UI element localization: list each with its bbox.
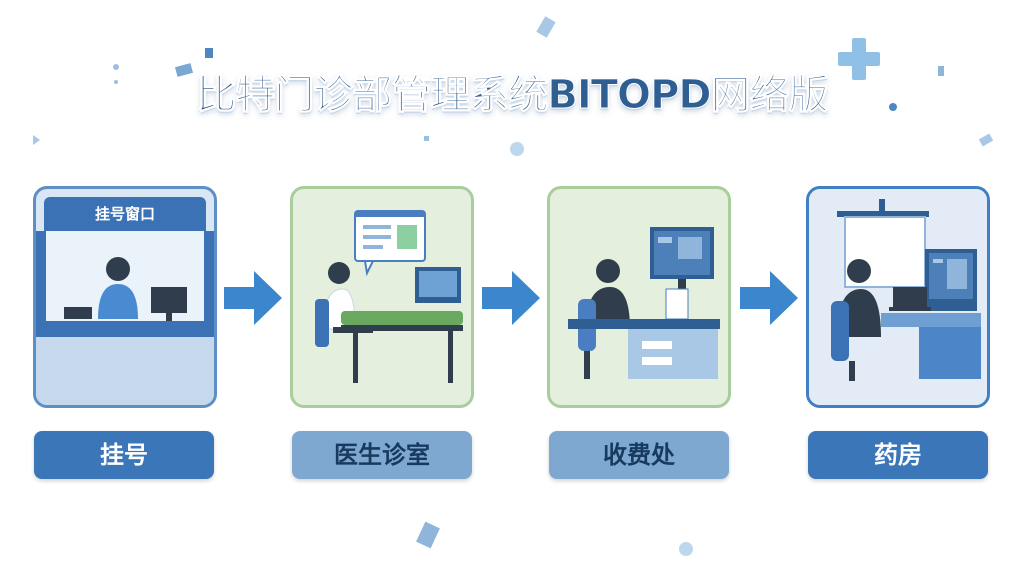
step-label-cashier: 收费处 <box>549 431 729 479</box>
step-label-registration: 挂号 <box>34 431 214 479</box>
arrow-right-icon <box>224 271 282 325</box>
step-card-cashier <box>547 186 731 408</box>
doctor-office-illustration <box>315 210 463 383</box>
medical-cross-icon <box>838 38 880 80</box>
pharmacy-illustration <box>809 189 987 405</box>
step-card-pharmacy <box>806 186 990 408</box>
step-label-pharmacy: 药房 <box>808 431 988 479</box>
registration-illustration <box>36 231 214 405</box>
cashier-illustration <box>568 227 720 379</box>
step-card-registration: 挂号窗口 <box>33 186 217 408</box>
page-title: 比特门诊部管理系统BITOPD网络版 <box>196 72 829 119</box>
arrow-right-icon <box>482 271 540 325</box>
step-card-doctor-office <box>290 186 474 408</box>
registration-window-banner: 挂号窗口 <box>44 197 206 231</box>
arrow-right-icon <box>740 271 798 325</box>
step-label-doctor-office: 医生诊室 <box>292 431 472 479</box>
